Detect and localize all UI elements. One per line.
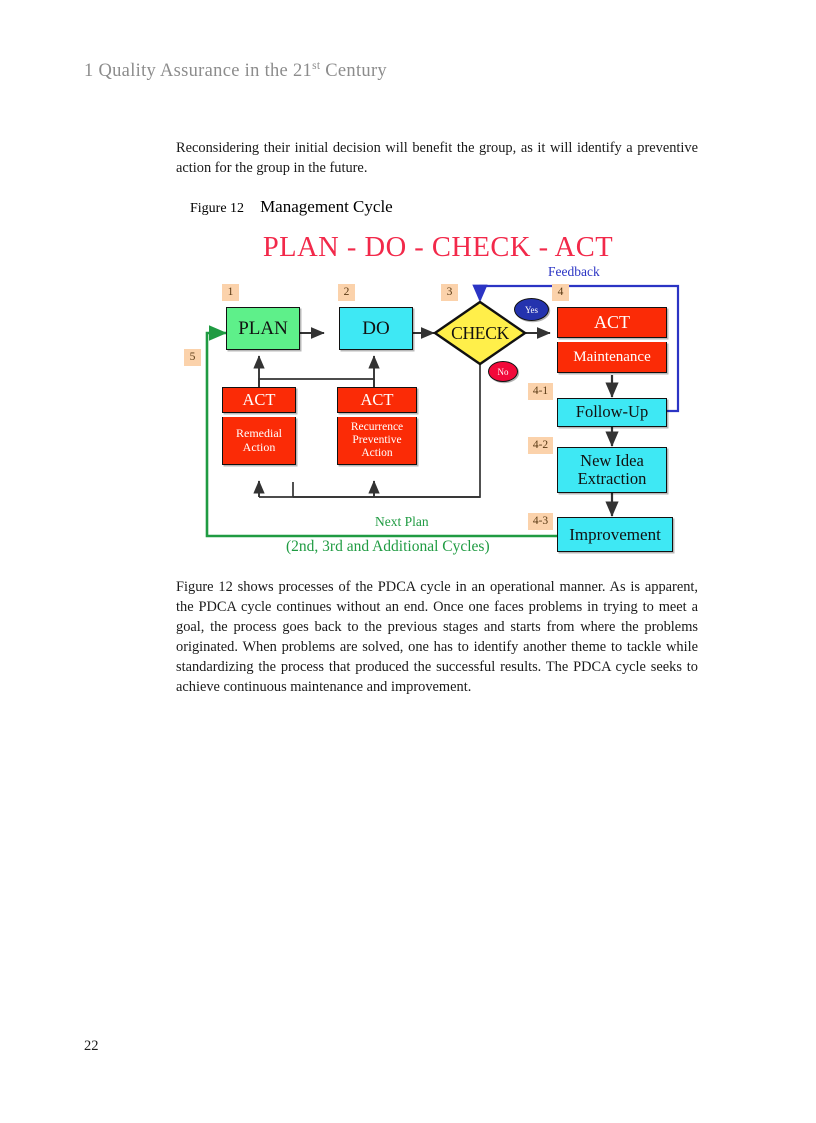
act-remedial-line-2: Action — [242, 439, 276, 454]
wire-feedback-loop — [472, 284, 680, 413]
closing-paragraph: Figure 12 shows processes of the PDCA cy… — [176, 579, 698, 695]
node-new-idea-extraction[interactable]: New Idea Extraction — [557, 447, 667, 493]
running-head-text-before: 1 Quality Assurance in the 21 — [84, 61, 313, 82]
annotation-next-plan: Next Plan — [375, 514, 429, 529]
decision-pill-yes: Yes — [514, 298, 549, 321]
node-act-recurrence-body[interactable]: Recurrence Preventive Action — [337, 417, 417, 465]
node-act-recurrence-title[interactable]: ACT — [337, 387, 417, 413]
running-head-superscript: st — [312, 60, 321, 72]
node-improvement[interactable]: Improvement — [557, 517, 673, 552]
badge-step-4: 4 — [552, 284, 569, 301]
decision-pill-no: No — [488, 361, 518, 382]
badge-step-3: 3 — [441, 284, 458, 301]
node-new-idea-line-2: Extraction — [577, 469, 647, 488]
act-remedial-line-1: Remedial — [236, 426, 282, 441]
act-recurrence-line-3: Action — [361, 446, 393, 459]
intro-paragraph: Reconsidering their initial decision wil… — [176, 140, 698, 176]
badge-step-4-2: 4-2 — [528, 437, 553, 454]
figure-caption-label: Figure 12 — [190, 201, 245, 216]
running-head-text-after: Century — [320, 61, 387, 82]
badge-step-4-3: 4-3 — [528, 513, 553, 530]
badge-step-5: 5 — [184, 349, 201, 366]
node-new-idea-line-1: New Idea — [580, 450, 644, 470]
wire-next-plan-loop — [205, 325, 616, 538]
figure-caption: Figure 12 Management Cycle — [190, 197, 393, 217]
act-recurrence-line-1: Recurrence — [350, 421, 404, 434]
badge-step-1: 1 — [222, 284, 239, 301]
running-head: 1 Quality Assurance in the 21st Century — [84, 60, 387, 82]
node-maintenance[interactable]: Maintenance — [557, 342, 667, 373]
act-recurrence-line-2: Preventive — [352, 434, 402, 447]
node-check-label: CHECK — [451, 322, 509, 343]
diamond-shape — [433, 300, 527, 366]
page-number: 22 — [84, 1038, 99, 1054]
node-act-remedial-body[interactable]: Remedial Action — [222, 417, 296, 465]
diagram-connectors — [205, 284, 680, 538]
management-cycle-diagram: PLAN - DO - CHECK - ACT — [176, 232, 700, 562]
figure-caption-title: Management Cycle — [260, 197, 393, 216]
node-follow-up[interactable]: Follow-Up — [557, 398, 667, 427]
annotation-cycles: (2nd, 3rd and Additional Cycles) — [286, 538, 490, 555]
badge-step-2: 2 — [338, 284, 355, 301]
node-act-main[interactable]: ACT — [557, 307, 667, 338]
node-plan[interactable]: PLAN — [226, 307, 300, 350]
node-check[interactable]: CHECK — [433, 300, 527, 366]
node-act-remedial-title[interactable]: ACT — [222, 387, 296, 413]
annotation-feedback: Feedback — [548, 264, 600, 279]
badge-step-4-1: 4-1 — [528, 383, 553, 400]
node-do[interactable]: DO — [339, 307, 413, 350]
diagram-title: PLAN - DO - CHECK - ACT — [262, 232, 614, 263]
